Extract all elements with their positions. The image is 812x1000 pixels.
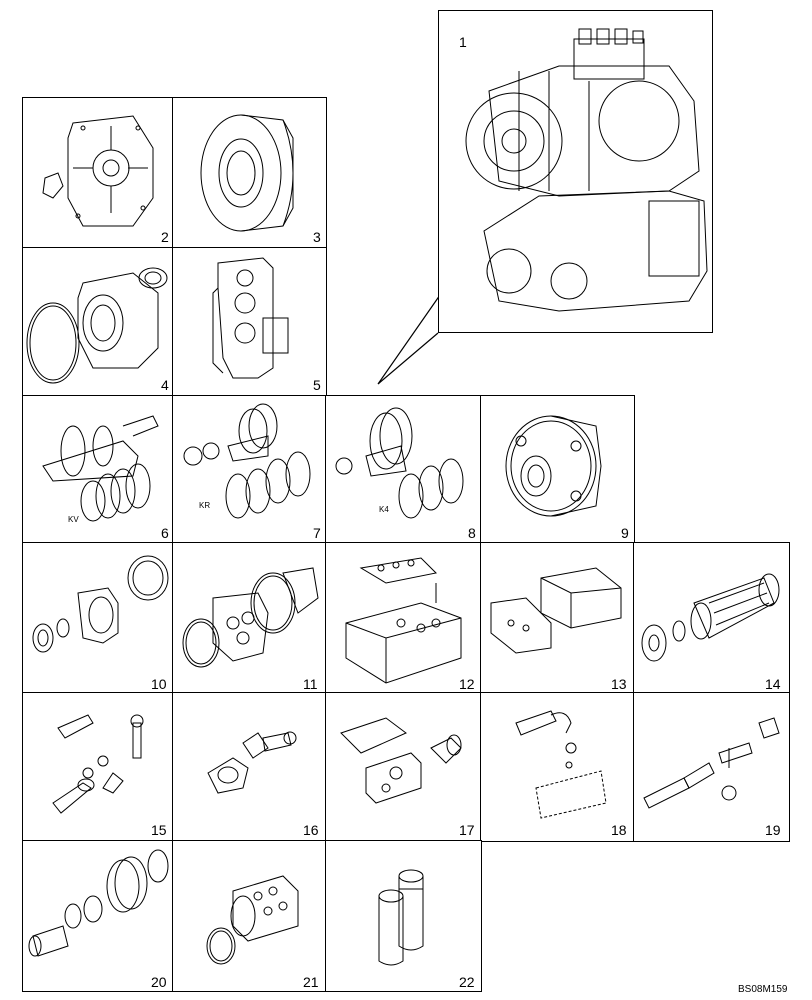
fittings-icon: [52, 714, 144, 814]
part-cell-10[interactable]: 10: [22, 542, 174, 694]
part-number-5: 5: [313, 377, 321, 393]
clutch-tag-kr: KR: [199, 501, 211, 510]
carrier-icon: [505, 415, 602, 517]
part-cell-20[interactable]: 20: [22, 840, 174, 992]
part-cell-5[interactable]: 5: [172, 247, 327, 397]
clutch-k4-icon: [335, 407, 464, 519]
clutch-kr-icon: [183, 403, 311, 519]
control-unit-icon: [490, 567, 622, 654]
part-cell-8[interactable]: K4 8: [325, 395, 482, 544]
part-number-17: 17: [459, 822, 475, 838]
part-cell-17[interactable]: 17: [325, 692, 482, 842]
part-cell-1[interactable]: 1: [438, 10, 713, 333]
figure-code: BS08M159: [738, 984, 788, 995]
pump-assembly-icon: [182, 567, 319, 668]
part-number-3: 3: [313, 229, 321, 245]
part-number-1: 1: [459, 34, 467, 50]
clutch-tag-k4: K4: [379, 505, 389, 514]
clutch-kv-icon: [42, 415, 159, 522]
part-number-9: 9: [621, 525, 629, 541]
part-number-18: 18: [611, 822, 627, 838]
control-valve-icon: [345, 557, 462, 684]
part-number-12: 12: [459, 676, 475, 692]
cover-plate-icon: [207, 731, 297, 794]
pipe-fitting-icon: [515, 710, 607, 819]
clutch-tag-kv: KV: [68, 515, 79, 524]
part-number-10: 10: [151, 676, 167, 692]
flange-seal-icon: [32, 555, 169, 653]
transmission-assembly-icon: [465, 28, 708, 312]
part-number-2: 2: [161, 229, 169, 245]
part-cell-18[interactable]: 18: [480, 692, 635, 842]
valve-plate-icon: [212, 257, 289, 379]
part-cell-14[interactable]: 14: [633, 542, 790, 694]
part-cell-22[interactable]: 22: [325, 840, 482, 992]
part-cell-4[interactable]: 4: [22, 247, 174, 397]
part-cell-19[interactable]: 19: [633, 692, 790, 842]
part-number-8: 8: [468, 525, 476, 541]
part-number-16: 16: [303, 822, 319, 838]
housing-bearing-icon: [26, 267, 168, 384]
part-cell-15[interactable]: 15: [22, 692, 174, 842]
part-number-20: 20: [151, 974, 167, 990]
part-number-11: 11: [303, 676, 318, 692]
part-number-14: 14: [765, 676, 781, 692]
part-cell-2[interactable]: 2: [22, 97, 174, 249]
drive-unit-icon: [206, 875, 299, 965]
part-cell-6[interactable]: KV 6: [22, 395, 174, 544]
part-number-15: 15: [151, 822, 167, 838]
part-number-6: 6: [161, 525, 169, 541]
pump-cover-icon: [42, 115, 154, 227]
part-cell-21[interactable]: 21: [172, 840, 327, 992]
part-cell-12[interactable]: 12: [325, 542, 482, 694]
part-number-13: 13: [611, 676, 627, 692]
part-cell-9[interactable]: 9: [480, 395, 635, 544]
part-number-19: 19: [765, 822, 781, 838]
part-cell-7[interactable]: KR 7: [172, 395, 327, 544]
part-cell-3[interactable]: 3: [172, 97, 327, 249]
part-number-7: 7: [313, 525, 321, 541]
part-cell-16[interactable]: 16: [172, 692, 327, 842]
filter-icon: [641, 573, 780, 662]
hose-tee-icon: [643, 717, 780, 809]
shaft-gear-icon: [28, 849, 169, 957]
part-number-4: 4: [161, 377, 169, 393]
sensor-bracket-icon: [340, 717, 462, 804]
part-cell-13[interactable]: 13: [480, 542, 635, 694]
part-number-22: 22: [459, 974, 475, 990]
filter-cartridge-icon: [378, 869, 424, 966]
part-cell-11[interactable]: 11: [172, 542, 327, 694]
part-number-21: 21: [303, 974, 319, 990]
torque-converter-icon: [200, 114, 294, 232]
